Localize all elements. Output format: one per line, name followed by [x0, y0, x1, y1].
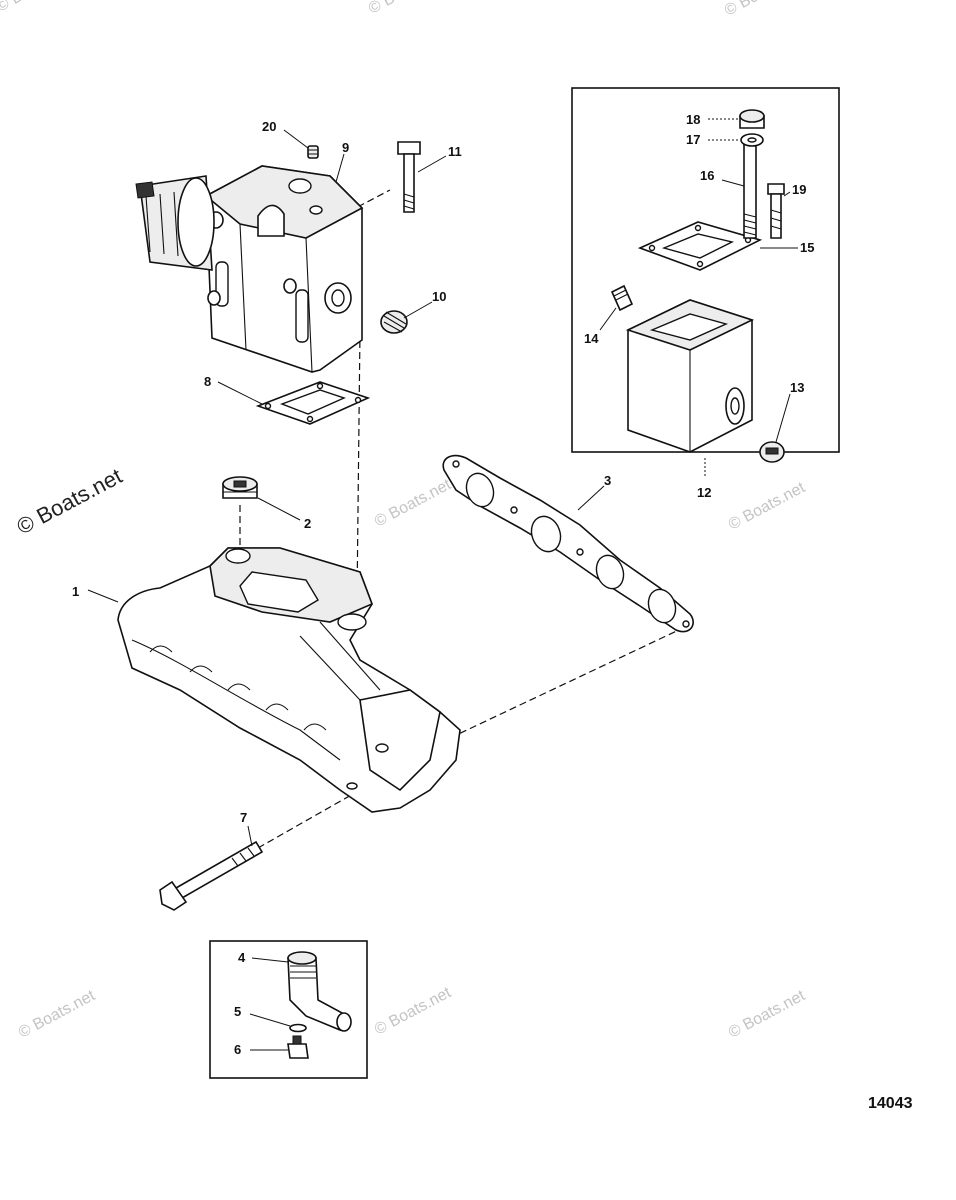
watermark: © Boats.net — [366, 0, 448, 18]
part-plug-10 — [380, 310, 408, 334]
figure-number: 14043 — [868, 1095, 913, 1112]
watermark: © Boats.net — [722, 0, 804, 20]
part-exhaust-manifold — [117, 547, 461, 813]
part-plug-13 — [759, 441, 785, 463]
callout-18: 18 — [686, 112, 700, 127]
watermark: © Boats.net — [726, 987, 808, 1042]
part-long-bolt — [159, 840, 264, 911]
watermark: © Boats.net — [372, 476, 454, 531]
callout-8: 8 — [204, 374, 211, 389]
part-exhaust-elbow — [135, 165, 364, 373]
callout-4: 4 — [238, 950, 246, 965]
callout-15: 15 — [800, 240, 814, 255]
watermark: © Boats.net — [0, 0, 76, 16]
watermark: © Boats.net — [726, 479, 808, 534]
part-bolt-19 — [767, 183, 785, 239]
part-elbow-fitting — [287, 951, 352, 1032]
part-riser-gasket — [255, 381, 371, 425]
part-bolt-11 — [397, 141, 421, 213]
callout-16: 16 — [700, 168, 714, 183]
part-plug-20 — [307, 145, 319, 159]
callouts: 1 2 3 4 5 6 7 8 9 10 11 12 13 14 15 16 1… — [72, 112, 814, 1057]
part-manifold-gasket — [442, 454, 694, 633]
part-stud-16 — [743, 143, 757, 239]
part-washer-17 — [740, 133, 764, 147]
callout-11: 11 — [448, 144, 462, 159]
part-riser-gasket-15 — [637, 221, 763, 271]
callout-17: 17 — [686, 132, 700, 147]
callout-13: 13 — [790, 380, 804, 395]
watermark: © Boats.net — [16, 987, 98, 1042]
part-nut-18 — [739, 109, 765, 129]
callout-9: 9 — [342, 140, 349, 155]
callout-1: 1 — [72, 584, 79, 599]
callout-10: 10 — [432, 289, 446, 304]
watermark: © Boats.net — [13, 463, 127, 539]
part-stud-14 — [610, 284, 634, 312]
callout-5: 5 — [234, 1004, 241, 1019]
callout-2: 2 — [304, 516, 311, 531]
callout-3: 3 — [604, 473, 611, 488]
alignment-lines — [239, 189, 706, 849]
part-riser-block — [625, 299, 755, 453]
callout-19: 19 — [792, 182, 806, 197]
callout-7: 7 — [240, 810, 247, 825]
callout-6: 6 — [234, 1042, 241, 1057]
part-fitting-6 — [287, 1035, 309, 1059]
part-o-ring — [289, 1023, 307, 1033]
callout-20: 20 — [262, 119, 276, 134]
callout-12: 12 — [697, 485, 711, 500]
inset-box-riser — [571, 87, 840, 453]
inset-box-fitting — [209, 940, 368, 1079]
callout-14: 14 — [584, 331, 599, 346]
part-pipe-plug — [222, 476, 258, 499]
watermark: © Boats.net — [372, 984, 454, 1039]
